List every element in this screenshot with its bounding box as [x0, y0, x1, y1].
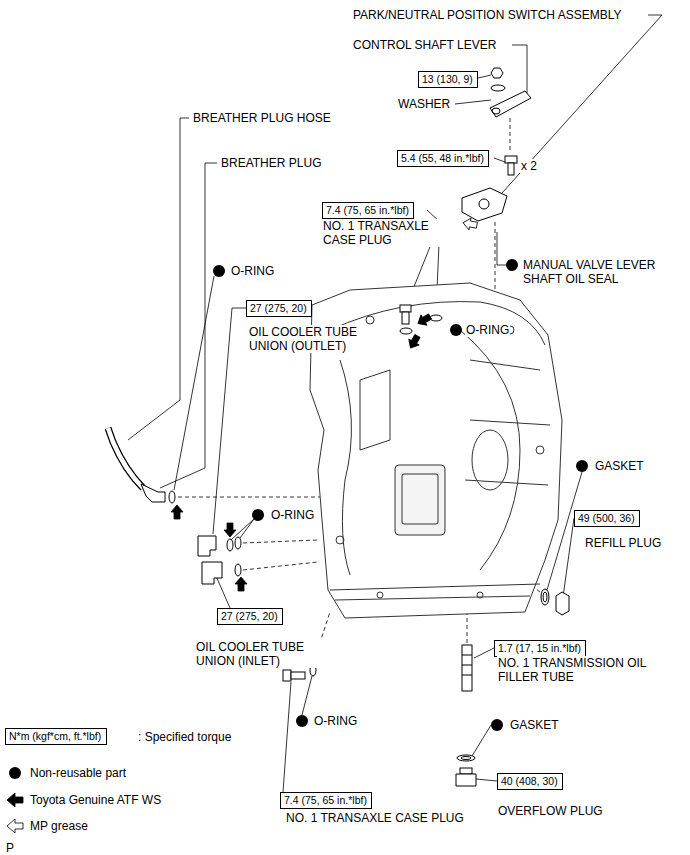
part-label: BREATHER PLUG HOSE [192, 111, 332, 125]
legend-text: Non-reusable part [30, 766, 126, 780]
legend-entry: Toyota Genuine ATF WS [30, 793, 161, 807]
legend-entry: MP grease [30, 819, 88, 833]
torque-spec-box: 49 (500, 36) [574, 510, 640, 527]
torque-spec-box: N*m (kgf*cm, ft.*lbf) [5, 728, 107, 745]
part-label: MANUAL VALVE LEVER SHAFT OIL SEAL [522, 258, 674, 286]
torque-spec-box: 13 (130, 9) [418, 71, 478, 88]
legend-text: Toyota Genuine ATF WS [30, 793, 161, 807]
torque-value: 13 (130, 9) [422, 73, 473, 86]
torque-spec-box: 1.7 (17, 15 in.*lbf) [494, 640, 586, 657]
atf-arrows [171, 311, 433, 663]
torque-spec-box: 40 (408, 30) [497, 773, 563, 790]
torque-value: 49 (500, 36) [578, 512, 635, 525]
part-label: NO. 1 TRANSAXLE CASE PLUG [285, 811, 465, 825]
torque-spec-box: 27 (275, 20) [217, 608, 283, 625]
part-label: x 2 [520, 159, 538, 173]
torque-value: 1.7 (17, 15 in.*lbf) [498, 642, 581, 655]
torque-value: 40 (408, 30) [501, 775, 558, 788]
part-label: OIL COOLER TUBE UNION (INLET) [195, 640, 327, 668]
torque-spec-box: 27 (275, 20) [246, 300, 312, 317]
grease-arrow [462, 217, 478, 231]
legend-symbols [7, 767, 23, 833]
torque-value: 7.4 (75, 65 in.*lbf) [326, 204, 409, 217]
torque-spec-box: 7.4 (75, 65 in.*lbf) [322, 202, 414, 219]
part-label: GASKET [594, 459, 645, 473]
part-label: REFILL PLUG [584, 536, 662, 550]
part-label: GASKET [509, 718, 560, 732]
torque-value: N*m (kgf*cm, ft.*lbf) [9, 730, 101, 743]
part-label: OIL COOLER TUBE UNION (OUTLET) [248, 325, 380, 353]
part-label: O-RING [230, 264, 275, 278]
torque-spec-box: 7.4 (75, 65 in.*lbf) [280, 792, 372, 809]
part-label: BREATHER PLUG [220, 156, 322, 170]
part-label: NO. 1 TRANSMISSION OIL FILLER TUBE [497, 656, 649, 684]
part-label: OVERFLOW PLUG [497, 804, 604, 818]
legend-text: : Specified torque [138, 730, 231, 744]
part-label: NO. 1 TRANSAXLE CASE PLUG [322, 219, 442, 247]
torque-value: 7.4 (75, 65 in.*lbf) [284, 794, 367, 807]
legend-entry: : Specified torque [138, 730, 231, 744]
torque-value: 5.4 (55, 48 in.*lbf) [401, 152, 484, 165]
part-label: O-RING [270, 508, 315, 522]
legend-entry: Non-reusable part [30, 766, 126, 780]
torque-value: 27 (275, 20) [250, 302, 307, 315]
part-label: P [5, 841, 15, 855]
legend-text: MP grease [30, 819, 88, 833]
part-label: O-RING [465, 323, 510, 337]
part-label: CONTROL SHAFT LEVER [352, 38, 497, 52]
torque-value: 27 (275, 20) [221, 610, 278, 623]
leader-lines [128, 15, 662, 792]
part-label: WASHER [397, 97, 451, 111]
part-label: PARK/NEUTRAL POSITION SWITCH ASSEMBLY [352, 8, 623, 22]
torque-spec-box: 5.4 (55, 48 in.*lbf) [397, 150, 489, 167]
part-label: O-RING [313, 714, 358, 728]
